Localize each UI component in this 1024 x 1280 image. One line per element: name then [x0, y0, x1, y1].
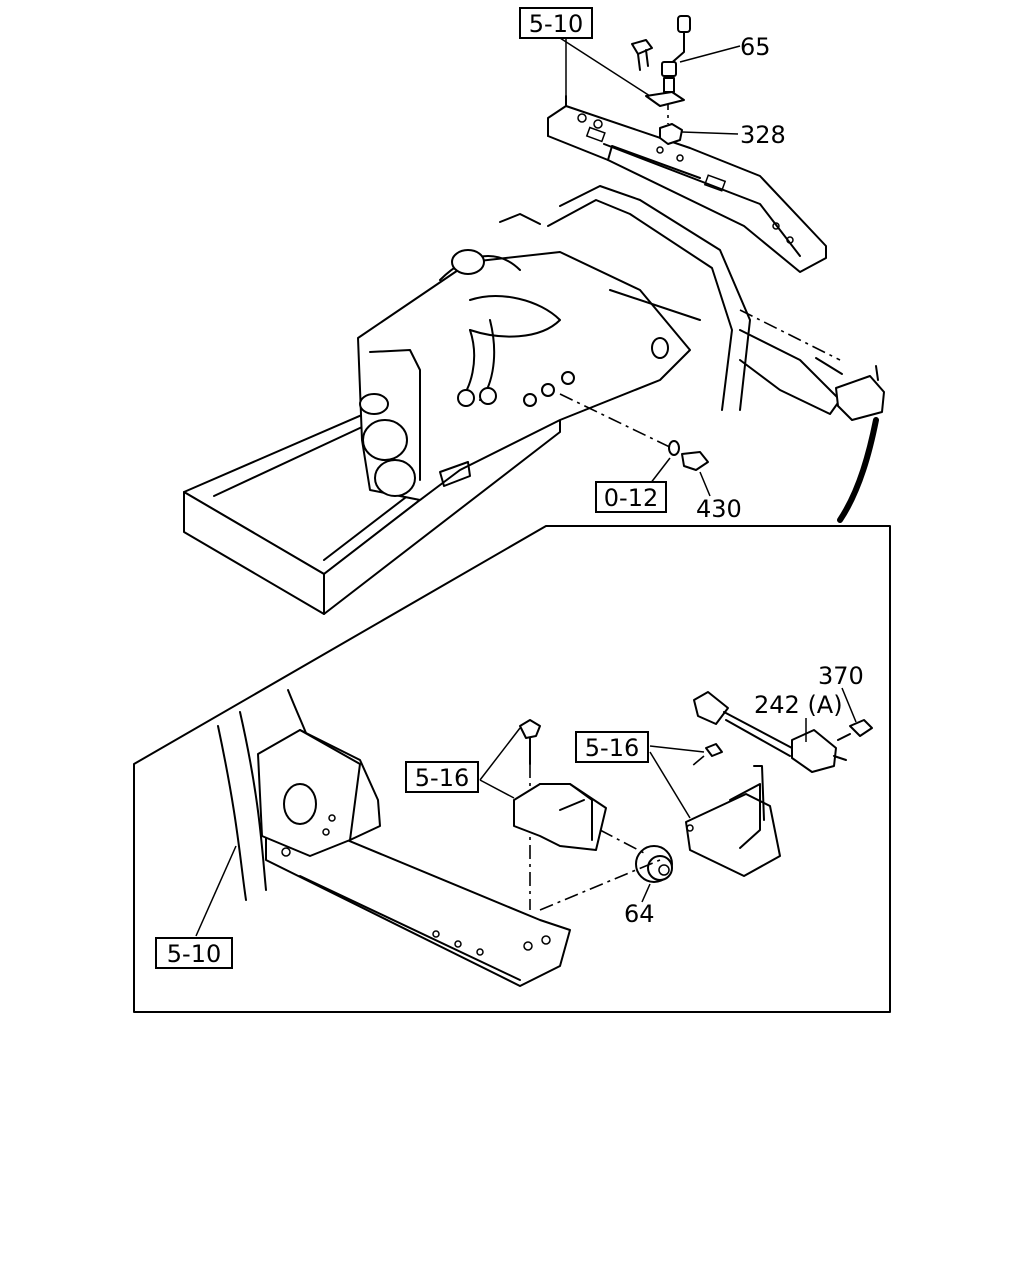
ref-box-0-12: [595, 481, 667, 513]
zoom-arc: [837, 417, 879, 523]
engine-block: [357, 249, 691, 501]
part-label-430: 430: [696, 495, 742, 523]
ref-box-top-5-10: [519, 7, 593, 39]
ref-bottom-5-10-text: 5-10: [167, 940, 221, 968]
mounting-bracket: [257, 729, 381, 857]
detail-inset-frame: [133, 525, 891, 1013]
switch-64: [635, 845, 673, 883]
part-label-370: 370: [818, 662, 864, 690]
sensor-bracket-right: [685, 765, 781, 877]
ref-box-5-16-right: [575, 731, 649, 763]
bolt-top: [631, 39, 653, 71]
ref-box-bottom-5-10: [155, 937, 233, 969]
sensor-65: [661, 15, 691, 93]
cable-242: [693, 691, 847, 773]
bracket-top: [645, 91, 685, 107]
ref-0-12-text: 0-12: [604, 484, 658, 512]
cab-mount-frame: [499, 185, 841, 415]
sensor-bracket-left: [513, 783, 607, 851]
ref-5-16-left-text: 5-16: [415, 764, 469, 792]
part-label-328: 328: [740, 121, 786, 149]
sensor-430: [668, 440, 709, 471]
screw-370: [837, 719, 873, 741]
connector-right: [815, 357, 885, 421]
ref-top-5-10-text: 5-10: [529, 10, 583, 38]
part-label-65: 65: [740, 33, 771, 61]
ref-5-16-right-text: 5-16: [585, 734, 639, 762]
bolt-5-16-right: [691, 743, 723, 767]
part-label-64: 64: [624, 900, 655, 928]
part-label-242a: 242 (A): [754, 691, 843, 719]
top-crossmember: [547, 95, 827, 273]
frame-rail: [217, 689, 571, 987]
ref-box-5-16-left: [405, 761, 479, 793]
bolt-5-16-left: [519, 719, 541, 910]
